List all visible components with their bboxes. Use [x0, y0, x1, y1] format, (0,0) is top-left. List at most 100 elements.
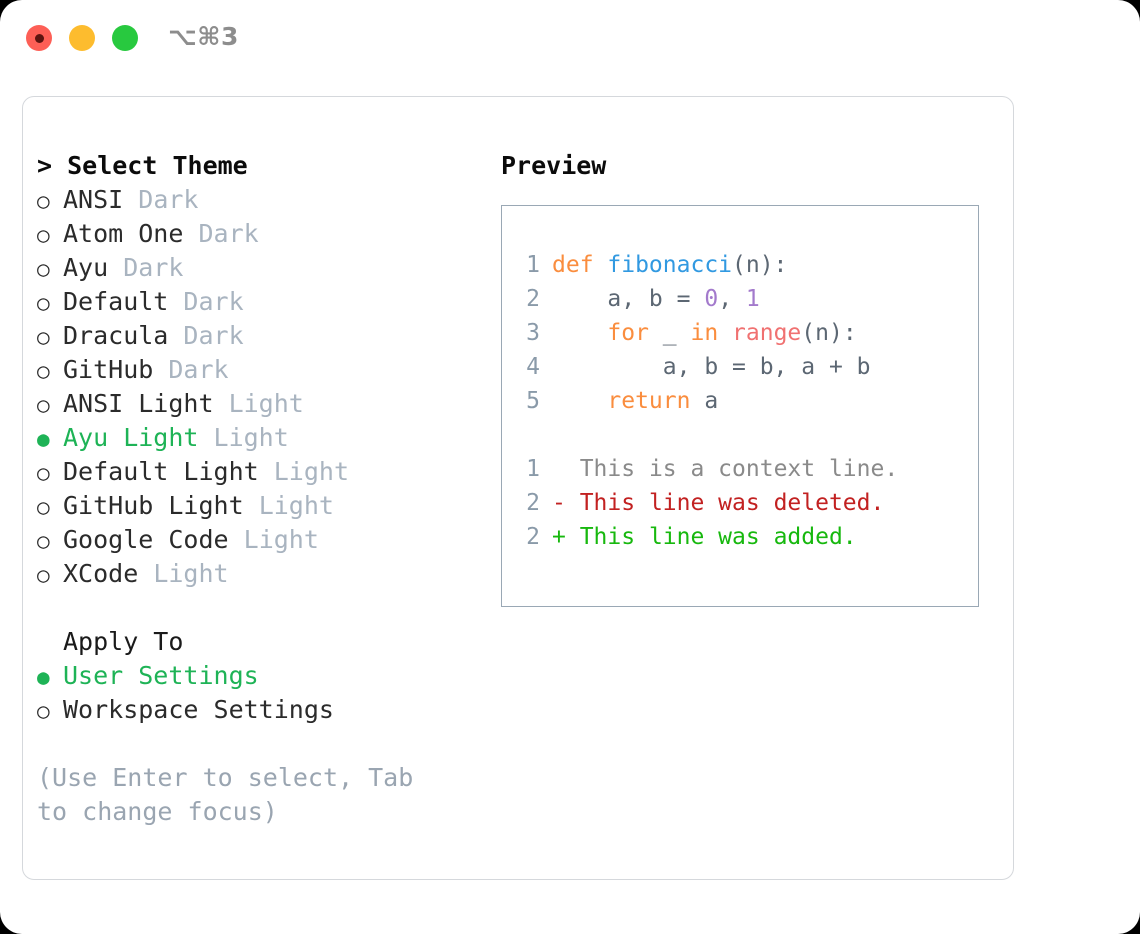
keyboard-shortcut-label: ⌥⌘3 — [168, 22, 239, 51]
theme-option-default-light[interactable]: ○ Default Light Light — [37, 455, 487, 489]
code-diff-separator — [518, 418, 898, 452]
code-line: 3 for _ in range(n): — [518, 316, 898, 350]
line-number: 1 — [526, 252, 540, 278]
label-gap — [108, 251, 123, 285]
code-token: a, b = b, a + b — [552, 354, 871, 380]
theme-option-xcode[interactable]: ○XCode Light — [37, 557, 487, 591]
diff-line: 2- This line was deleted. — [518, 486, 898, 520]
theme-option-mode: Dark — [183, 287, 244, 316]
label-gap — [153, 353, 168, 387]
label-gap — [244, 489, 259, 523]
code-token: a, b = — [552, 286, 705, 312]
label-gap — [123, 183, 138, 217]
radio-unselected-icon: ○ — [37, 529, 50, 553]
theme-option-atom-one[interactable]: ○Atom One Dark — [37, 217, 487, 251]
theme-option-mode: Dark — [168, 355, 229, 384]
theme-option-ansi[interactable]: ○ANSI Dark — [37, 183, 487, 217]
radio-selected-icon: ● — [37, 665, 50, 689]
list-spacer — [37, 591, 487, 625]
preview-title: Preview — [501, 151, 607, 180]
theme-option-label: Ayu — [63, 253, 109, 282]
traffic-lights — [26, 25, 138, 51]
code-token: in — [690, 320, 719, 346]
code-token: (n): — [801, 320, 857, 346]
apply-to-heading: Apply To — [63, 627, 184, 656]
theme-option-label: GitHub — [63, 355, 154, 384]
label-gap — [168, 285, 183, 319]
code-token: _ — [648, 320, 691, 346]
line-number: 3 — [526, 320, 540, 346]
theme-option-ansi-light[interactable]: ○ ANSI Light Light — [37, 387, 487, 421]
apply-to-option-workspace-settings[interactable]: ○Workspace Settings — [37, 693, 487, 727]
code-token — [552, 320, 607, 346]
theme-option-mode: Light — [228, 389, 304, 418]
theme-option-google-code[interactable]: ○ Google Code Light — [37, 523, 487, 557]
title-bar: ⌥⌘3 — [0, 0, 1140, 76]
theme-option-label: Dracula — [63, 321, 169, 350]
label-gap — [183, 217, 198, 251]
theme-option-mode: Light — [243, 525, 319, 554]
radio-unselected-icon: ○ — [37, 189, 50, 213]
diff-text: This line was added. — [579, 524, 857, 550]
theme-option-mode: Light — [273, 457, 349, 486]
code-line: 2 a, b = 0, 1 — [518, 282, 898, 316]
close-button[interactable] — [26, 25, 52, 51]
radio-unselected-icon: ○ — [37, 359, 50, 383]
radio-unselected-icon: ○ — [37, 393, 50, 417]
theme-option-label: ANSI Light — [63, 389, 214, 418]
label-gap — [259, 455, 274, 489]
apply-to-option-user-settings[interactable]: ●User Settings — [37, 659, 487, 693]
theme-option-default[interactable]: ○Default Dark — [37, 285, 487, 319]
code-token — [552, 388, 607, 414]
theme-option-mode: Light — [153, 559, 229, 588]
theme-option-mode: Dark — [183, 321, 244, 350]
diff-text: This line was deleted. — [579, 490, 885, 516]
radio-unselected-icon: ○ — [37, 461, 50, 485]
content-frame: > Select Theme ○ANSI Dark○Atom One Dark○… — [22, 96, 1014, 880]
code-line: 5 return a — [518, 384, 898, 418]
diff-line: 1 This is a context line. — [518, 452, 898, 486]
theme-option-list: ○ANSI Dark○Atom One Dark○Ayu Dark○Defaul… — [37, 183, 487, 591]
line-number: 1 — [526, 456, 540, 482]
theme-option-mode: Light — [258, 491, 334, 520]
label-gap — [168, 319, 183, 353]
label-gap — [198, 421, 213, 455]
label-gap — [229, 523, 244, 557]
apply-to-option-list: ●User Settings○Workspace Settings — [37, 659, 487, 727]
diff-line: 2 + This line was added. — [518, 520, 898, 554]
diff-marker — [552, 456, 580, 482]
theme-option-label: Ayu Light — [63, 423, 199, 452]
page-title: > Select Theme — [37, 151, 248, 180]
code-token: for — [607, 320, 649, 346]
code-line: 4 a, b = b, a + b — [518, 350, 898, 384]
theme-option-mode: Dark — [123, 253, 184, 282]
diff-marker: - — [552, 490, 580, 516]
theme-option-github[interactable]: ○ GitHub Dark — [37, 353, 487, 387]
theme-option-label: ANSI — [63, 185, 124, 214]
line-number: 2 — [526, 524, 540, 550]
code-token: range — [732, 320, 802, 346]
zoom-button[interactable] — [112, 25, 138, 51]
code-token: , — [718, 286, 746, 312]
code-token: (n): — [732, 252, 788, 278]
line-number: 2 — [526, 286, 540, 312]
theme-option-github-light[interactable]: ○GitHub Light Light — [37, 489, 487, 523]
line-number: 2 — [526, 490, 540, 516]
theme-option-dracula[interactable]: ○Dracula Dark — [37, 319, 487, 353]
code-token — [718, 320, 732, 346]
diff-marker: + — [552, 524, 580, 550]
theme-option-ayu[interactable]: ○ Ayu Dark — [37, 251, 487, 285]
theme-option-ayu-light[interactable]: ●Ayu Light Light — [37, 421, 487, 455]
minimize-button[interactable] — [69, 25, 95, 51]
code-token: 1 — [745, 286, 760, 312]
radio-unselected-icon: ○ — [37, 257, 50, 281]
theme-option-label: Default Light — [63, 457, 259, 486]
diff-text: This is a context line. — [579, 456, 899, 482]
radio-selected-icon: ● — [37, 427, 50, 451]
radio-unselected-icon: ○ — [37, 291, 50, 315]
theme-option-label: Google Code — [63, 525, 229, 554]
radio-unselected-icon: ○ — [37, 495, 50, 519]
